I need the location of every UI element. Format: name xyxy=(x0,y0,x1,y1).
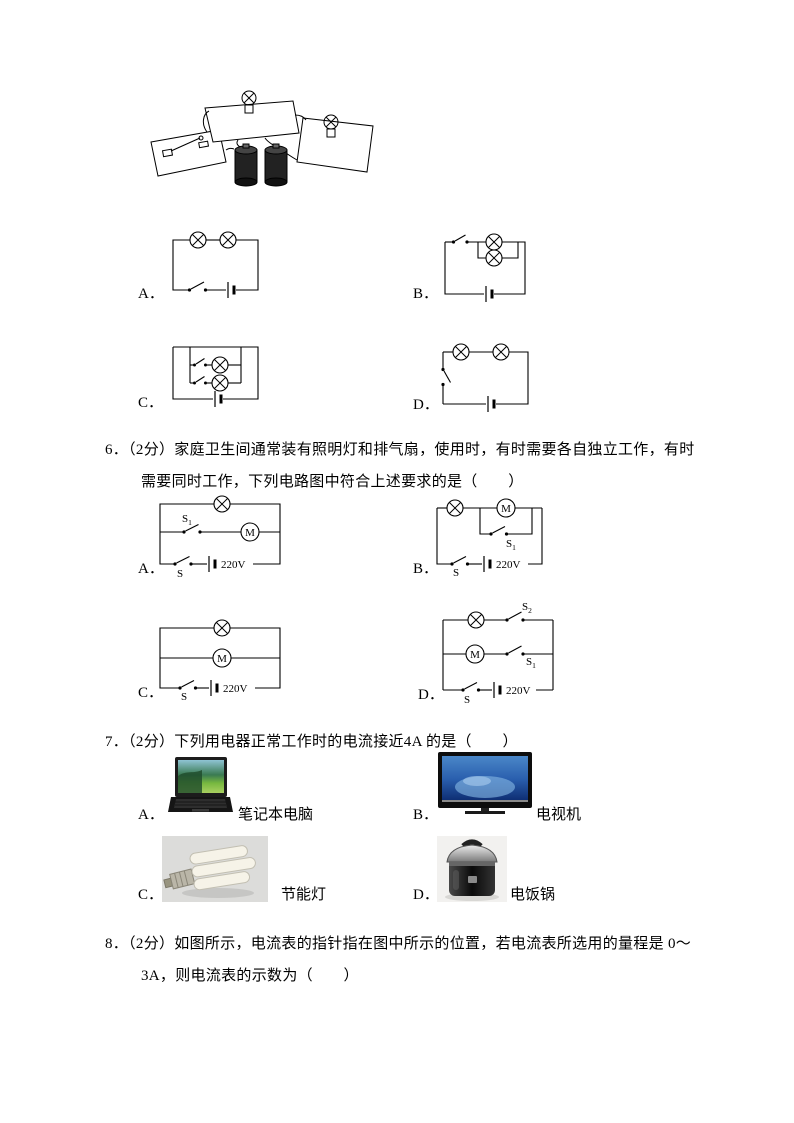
main-switch-label: S xyxy=(464,694,470,706)
main-switch-label: S xyxy=(453,567,459,579)
switch-icon xyxy=(505,611,525,622)
lamp-icon xyxy=(211,374,229,392)
lamp-icon xyxy=(213,495,231,513)
lamp-icon xyxy=(213,619,231,637)
q5-circuit-b xyxy=(440,232,530,304)
motor-icon: M xyxy=(212,648,232,668)
battery-cell-illustration xyxy=(264,143,288,187)
q5-circuit-a xyxy=(168,228,263,303)
q6-circuit-c: M S 220V xyxy=(155,619,285,703)
lamp-icon xyxy=(446,499,464,517)
q7-option-b-caption: 电视机 xyxy=(536,807,582,823)
q7-option-d-label: D． xyxy=(413,887,439,903)
battery-cell-illustration xyxy=(234,143,258,187)
q6-option-c-label: C． xyxy=(138,685,164,701)
main-switch-label: S xyxy=(177,568,183,580)
battery-icon xyxy=(213,389,223,409)
switch-icon xyxy=(193,376,207,385)
svg-text:M: M xyxy=(501,503,511,515)
lamp-icon xyxy=(211,356,229,374)
lamp-icon xyxy=(492,343,510,361)
lamp-icon xyxy=(485,249,503,267)
cfl-lamp-image xyxy=(162,836,268,902)
switch1-label: S1 xyxy=(506,538,516,552)
switch-icon xyxy=(187,281,208,292)
voltage-label: 220V xyxy=(496,559,521,571)
q6-option-a-label: A． xyxy=(138,561,164,577)
switch-icon xyxy=(505,645,525,656)
switch-icon xyxy=(450,556,470,566)
q7-option-c-label: C． xyxy=(138,887,164,903)
q7-option-a-caption: 笔记本电脑 xyxy=(238,807,314,823)
question-6-text: 6．（2分）家庭卫生间通常装有照明灯和排气扇，使用时，有时需要各自独立工作，有时… xyxy=(105,442,695,490)
q5-option-c-label: C． xyxy=(138,395,164,411)
svg-text:M: M xyxy=(217,653,227,665)
q6-option-b-label: B． xyxy=(413,561,439,577)
battery-icon xyxy=(207,554,217,574)
switch-icon xyxy=(461,682,481,692)
lamp-icon xyxy=(467,611,485,629)
q5-option-d-label: D． xyxy=(413,397,439,413)
q5-option-b-label: B． xyxy=(413,286,439,302)
motor-icon: M xyxy=(465,644,485,664)
q7-option-d-caption: 电饭锅 xyxy=(510,887,556,903)
laptop-image xyxy=(168,756,233,822)
switch-icon xyxy=(182,524,202,534)
circuit-photo-illustration xyxy=(143,88,378,216)
rice-cooker-image xyxy=(437,836,507,902)
switch-icon xyxy=(441,367,451,387)
lamp-icon xyxy=(485,233,503,251)
motor-icon: M xyxy=(240,522,260,542)
lamp-icon xyxy=(189,231,207,249)
switch-icon xyxy=(451,234,469,244)
q6-option-d-label: D． xyxy=(418,687,444,703)
switch-icon xyxy=(193,358,207,367)
q6-circuit-b: M S1 S 220V xyxy=(432,498,547,579)
battery-icon xyxy=(482,554,492,574)
voltage-label: 220V xyxy=(223,683,248,695)
battery-icon xyxy=(226,280,236,300)
battery-icon xyxy=(486,394,496,414)
q7-option-a-label: A． xyxy=(138,807,164,823)
switch-icon xyxy=(489,526,509,536)
q6-circuit-d: S2 M S1 S 220V xyxy=(438,601,558,706)
lamp-icon xyxy=(452,343,470,361)
switch-icon xyxy=(178,680,198,690)
switch2-label: S2 xyxy=(522,601,532,615)
q5-circuit-d xyxy=(438,342,533,414)
svg-text:M: M xyxy=(470,649,480,661)
switch1-label: S1 xyxy=(182,513,192,527)
voltage-label: 220V xyxy=(506,685,531,697)
motor-icon: M xyxy=(496,498,516,518)
battery-icon xyxy=(492,680,502,700)
lamp-icon xyxy=(219,231,237,249)
q7-option-c-caption: 节能灯 xyxy=(281,887,327,903)
question-8-text: 8．（2分）如图所示，电流表的指针指在图中所示的位置，若电流表所选用的量程是 0… xyxy=(105,936,692,984)
svg-text:M: M xyxy=(245,527,255,539)
voltage-label: 220V xyxy=(221,559,246,571)
tv-image xyxy=(437,751,533,817)
battery-icon xyxy=(209,678,219,698)
question-7-text: 7．（2分）下列用电器正常工作时的电流接近4A 的是（ ） xyxy=(105,734,518,750)
q6-circuit-a: S1 M S 220V xyxy=(155,495,285,580)
switch1-label: S1 xyxy=(526,656,536,670)
battery-icon xyxy=(484,284,494,304)
q5-circuit-c xyxy=(168,337,263,412)
q5-option-a-label: A． xyxy=(138,286,164,302)
main-switch-label: S xyxy=(181,691,187,703)
switch-icon xyxy=(173,556,193,566)
q7-option-b-label: B． xyxy=(413,807,439,823)
